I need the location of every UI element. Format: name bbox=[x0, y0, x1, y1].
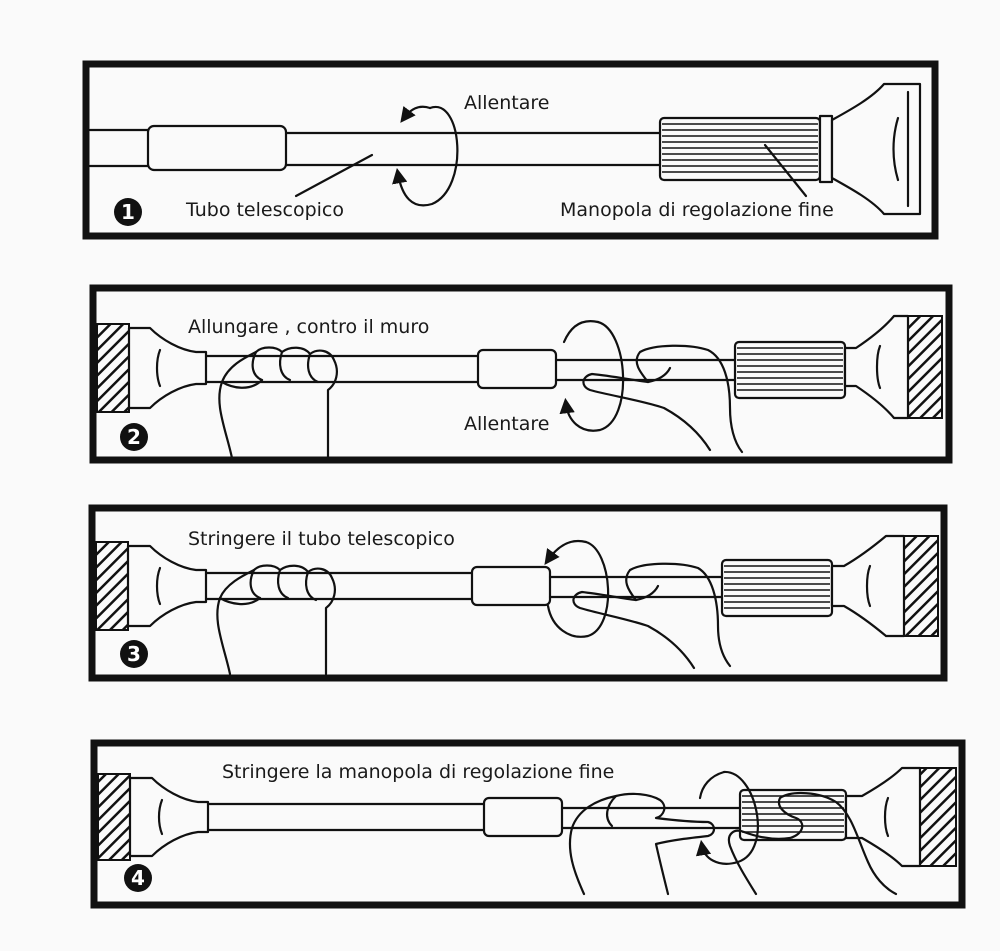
left-end-cap bbox=[128, 776, 210, 858]
tighten-rotation-arrow bbox=[695, 770, 759, 865]
telescopic-rod bbox=[206, 796, 742, 838]
rubber-end-cap bbox=[818, 82, 922, 216]
fine-adjust-knob-label: Manopola di regolazione fine bbox=[560, 199, 834, 221]
left-end-cap bbox=[127, 326, 208, 410]
left-hand bbox=[218, 346, 338, 460]
right-wall bbox=[919, 767, 957, 867]
telescopic-rod bbox=[88, 124, 662, 172]
step-1-panel: Allentare Tubo telescopico Manopola di r… bbox=[82, 60, 939, 240]
step-4-number: 4 bbox=[131, 866, 145, 890]
step-4-badge bbox=[124, 864, 152, 892]
left-hand bbox=[216, 564, 336, 676]
tighten-rotation-arrow bbox=[544, 539, 610, 638]
right-hand bbox=[727, 792, 898, 896]
step-2-badge bbox=[120, 423, 148, 451]
step-3-panel: Stringere il tubo telescopico 3 bbox=[88, 504, 948, 682]
step-4-panel: Stringere la manopola di regolazione fin… bbox=[90, 739, 966, 909]
telescopic-tube-label: Tubo telescopico bbox=[185, 199, 344, 221]
loosen-rotation-arrow bbox=[559, 320, 625, 432]
fine-adjust-knob bbox=[658, 116, 822, 182]
left-wall bbox=[96, 323, 130, 413]
step-1-loosen-label: Allentare bbox=[464, 92, 549, 114]
right-hand bbox=[572, 562, 732, 670]
fine-adjust-knob bbox=[738, 788, 848, 842]
right-wall bbox=[903, 535, 939, 637]
tighten-tube-label: Stringere il tubo telescopico bbox=[188, 528, 455, 550]
step-2-loosen-label: Allentare bbox=[464, 413, 549, 435]
extend-against-wall-label: Allungare , contro il muro bbox=[188, 316, 429, 338]
tighten-knob-label: Stringere la manopola di regolazione fin… bbox=[222, 761, 614, 783]
step-2-panel: Allungare , contro il muro Allentare 2 bbox=[89, 284, 953, 464]
left-wall bbox=[95, 541, 129, 631]
telescopic-rod bbox=[204, 565, 724, 607]
right-wall bbox=[907, 315, 943, 419]
right-end-cap bbox=[844, 766, 922, 868]
telescopic-rod bbox=[204, 348, 737, 390]
telescopic-tube-leader bbox=[294, 153, 374, 198]
right-hand bbox=[582, 344, 744, 454]
left-wall bbox=[97, 773, 131, 861]
step-3-number: 3 bbox=[127, 642, 141, 666]
fine-adjust-knob bbox=[720, 558, 834, 618]
fine-adjust-knob bbox=[733, 340, 847, 400]
step-2-number: 2 bbox=[127, 425, 141, 449]
loosen-rotation-arrow bbox=[392, 105, 459, 207]
left-hand bbox=[568, 792, 716, 896]
left-end-cap bbox=[126, 544, 208, 628]
step-1-badge bbox=[114, 198, 142, 226]
step-1-number: 1 bbox=[121, 200, 135, 224]
step-3-badge bbox=[120, 640, 148, 668]
fine-adjust-leader bbox=[763, 143, 808, 198]
